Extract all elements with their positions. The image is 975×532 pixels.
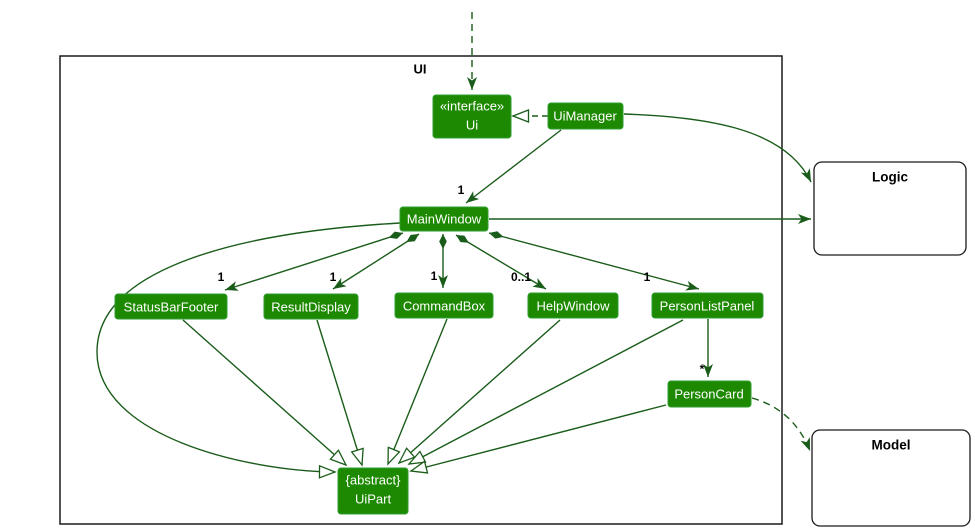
mainwindow-name: MainWindow <box>407 212 482 227</box>
class-commandbox: CommandBox <box>394 292 494 319</box>
personcard-name: PersonCard <box>674 387 743 402</box>
edge-uimanager-logic <box>623 113 812 183</box>
multiplicity-mainwindow-helpwindow: 0..1 <box>511 270 531 284</box>
ui-frame-label: UI <box>414 62 427 77</box>
uimanager-box <box>547 102 624 130</box>
logic-label: Logic <box>872 170 908 185</box>
helpwindow-name: HelpWindow <box>537 299 611 314</box>
class-nodes: «interface» Ui UiManager MainWindow Stat… <box>114 94 764 515</box>
mainwindow-box <box>399 206 489 232</box>
class-helpwindow: HelpWindow <box>527 292 619 319</box>
class-personcard: PersonCard <box>667 380 752 408</box>
edges <box>96 12 812 472</box>
external-logic: Logic <box>813 161 967 256</box>
personlistpanel-box <box>651 292 764 319</box>
commandbox-name: CommandBox <box>403 299 486 314</box>
edge-personcard-uipart <box>411 404 667 471</box>
edge-uimanager-mainwindow <box>465 129 562 204</box>
logic-box <box>813 161 967 256</box>
personlistpanel-name: PersonListPanel <box>660 299 755 314</box>
multiplicity-uimanager-mainwindow: 1 <box>458 183 465 197</box>
ui-interface-box <box>432 94 512 139</box>
multiplicity-mainwindow-statusbarfooter: 1 <box>218 270 225 284</box>
class-ui-interface: «interface» Ui <box>432 94 512 139</box>
edge-personcard-model <box>751 397 811 452</box>
statusbarfooter-box <box>114 293 228 320</box>
class-resultdisplay: ResultDisplay <box>263 293 359 320</box>
edge-personlistpanel-uipart <box>409 319 684 464</box>
ui-frame <box>59 55 783 525</box>
edge-mainwindow-helpwindow <box>455 234 547 290</box>
personcard-box <box>667 380 752 408</box>
edge-mainwindow-resultdisplay <box>332 233 420 290</box>
uipart-box <box>337 467 409 515</box>
edge-mainwindow-personlistpanel <box>488 231 700 291</box>
multiplicity-mainwindow-resultdisplay: 1 <box>330 270 337 284</box>
uipart-name: UiPart <box>355 492 392 507</box>
external-model: Model <box>811 429 971 527</box>
model-label: Model <box>872 438 911 453</box>
edge-mainwindow-uipart <box>96 222 401 472</box>
ui-interface-name: Ui <box>466 118 478 133</box>
multiplicity-mainwindow-personlistpanel: 1 <box>644 270 651 284</box>
class-statusbarfooter: StatusBarFooter <box>114 293 228 320</box>
model-box <box>811 429 971 527</box>
resultdisplay-box <box>263 293 359 320</box>
class-uipart: {abstract} UiPart <box>337 467 409 515</box>
helpwindow-box <box>527 292 619 319</box>
multiplicity-personlistpanel-personcard: * <box>700 362 705 376</box>
uipart-modifier: {abstract} <box>346 473 402 488</box>
multiplicity-labels: 1 1 1 1 0..1 1 * <box>218 183 705 376</box>
edge-helpwindow-uipart <box>399 319 561 463</box>
edge-commandbox-uipart <box>388 318 448 464</box>
ui-interface-stereotype: «interface» <box>440 99 504 114</box>
edge-statusbarfooter-uipart <box>182 319 346 465</box>
resultdisplay-name: ResultDisplay <box>271 300 351 315</box>
edge-resultdisplay-uipart <box>316 319 362 465</box>
uimanager-name: UiManager <box>553 109 617 124</box>
multiplicity-mainwindow-commandbox: 1 <box>431 269 438 283</box>
class-uimanager: UiManager <box>547 102 624 130</box>
class-mainwindow: MainWindow <box>399 206 489 232</box>
class-personlistpanel: PersonListPanel <box>651 292 764 319</box>
commandbox-box <box>394 292 494 319</box>
statusbarfooter-name: StatusBarFooter <box>124 300 219 315</box>
